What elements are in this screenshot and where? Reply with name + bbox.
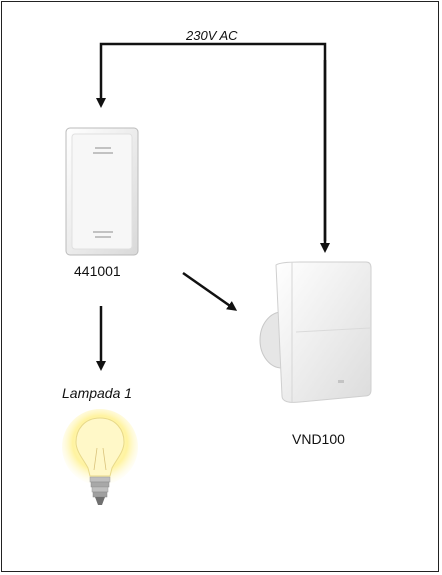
extractor-fan-icon: [259, 261, 372, 403]
wall-switch-icon: [65, 127, 139, 256]
light-bulb-icon: [62, 409, 138, 505]
lamp-label: Lampada 1: [62, 385, 133, 401]
fan-code-label: VND100: [292, 431, 345, 447]
switch-to-fan-arrow: [182, 271, 238, 311]
supply-voltage-label: 230V AC: [186, 28, 238, 43]
switch-code-label: 441001: [74, 263, 121, 279]
supply-wire: [96, 42, 330, 253]
